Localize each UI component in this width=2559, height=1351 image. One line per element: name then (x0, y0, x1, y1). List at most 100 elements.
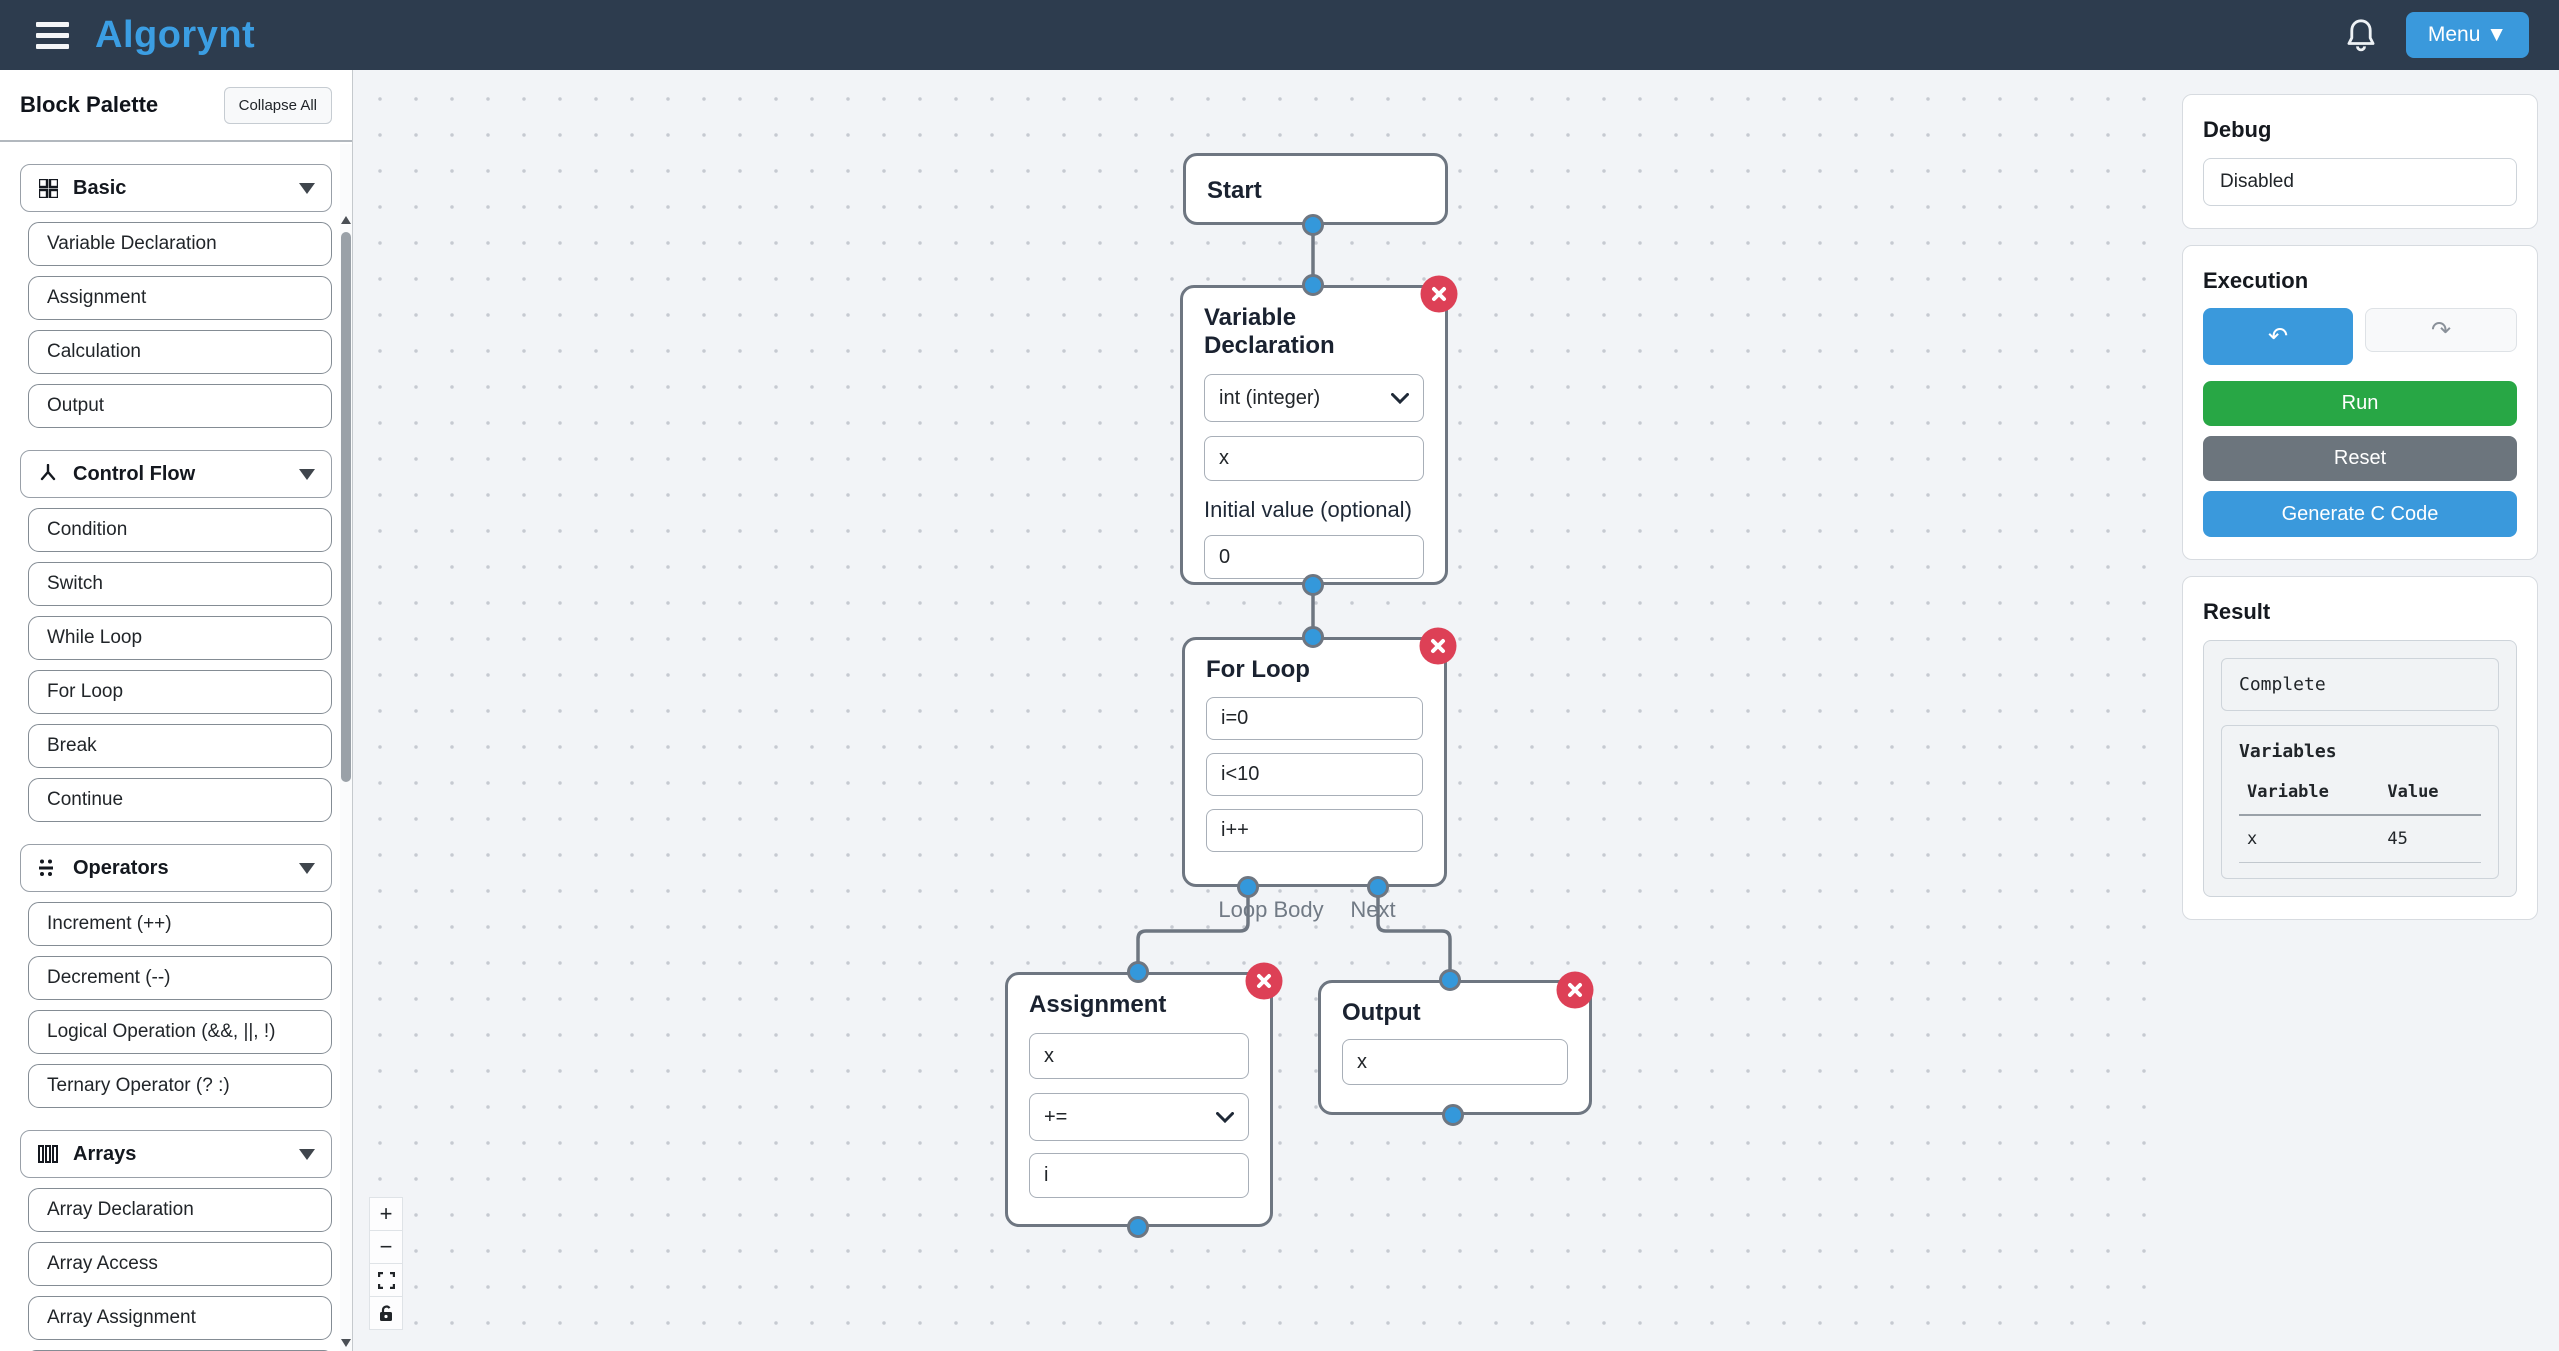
unlock-icon (380, 1304, 392, 1321)
variables-table: Variable Value x 45 (2239, 772, 2481, 863)
assignment-value-input[interactable] (1029, 1153, 1249, 1198)
connector-port[interactable] (1127, 1216, 1149, 1238)
connector-port[interactable] (1302, 214, 1324, 236)
node-for-loop[interactable]: For Loop (1182, 627, 1457, 887)
palette-item[interactable]: Calculation (28, 330, 332, 374)
palette-item[interactable]: While Loop (28, 616, 332, 660)
node-assignment[interactable]: Assignment += (1005, 962, 1283, 1227)
debug-card: Debug Disabled (2182, 94, 2538, 229)
node-title: Output (1342, 999, 1421, 1026)
node-variable-declaration[interactable]: Variable Declaration int (integer) Initi… (1180, 275, 1458, 585)
delete-node-button[interactable] (1419, 627, 1457, 665)
connector-port[interactable] (1302, 274, 1324, 296)
loop-body-label: Loop Body (1218, 897, 1324, 922)
table-row: x 45 (2239, 815, 2481, 863)
loop-increment-input[interactable] (1206, 809, 1423, 852)
node-output[interactable]: Output (1318, 971, 1594, 1115)
hamburger-menu-icon[interactable] (36, 21, 69, 49)
arrays-icon (37, 1143, 59, 1165)
palette-item[interactable]: For Loop (28, 670, 332, 714)
close-icon (1432, 287, 1446, 301)
connector-port[interactable] (1302, 626, 1324, 648)
chevron-down-icon (1391, 392, 1409, 404)
fit-view-button[interactable] (369, 1263, 403, 1297)
zoom-out-button[interactable]: − (369, 1230, 403, 1264)
block-palette-sidebar: Block Palette Collapse All Basic Variabl… (0, 70, 353, 1351)
node-title: Variable Declaration (1204, 304, 1335, 359)
debug-title: Debug (2203, 117, 2272, 142)
canvas-controls: + − (369, 1197, 403, 1330)
connector-port[interactable] (1127, 961, 1149, 983)
node-title: For Loop (1206, 656, 1310, 683)
palette-section-arrays[interactable]: Arrays (20, 1130, 332, 1178)
fit-view-icon (377, 1271, 395, 1289)
palette-item[interactable]: Decrement (--) (28, 956, 332, 1000)
minus-icon: − (379, 1234, 393, 1259)
palette-item[interactable]: Continue (28, 778, 332, 822)
flow-canvas[interactable]: Start Variable Declaration int (integer)… (353, 70, 2162, 1351)
reset-button[interactable]: Reset (2203, 436, 2517, 481)
run-button[interactable]: Run (2203, 381, 2517, 426)
assignment-operator-select[interactable]: += (1029, 1093, 1249, 1141)
menu-button[interactable]: Menu ▼ (2405, 12, 2529, 58)
palette-item[interactable]: Logical Operation (&&, ||, !) (28, 1010, 332, 1054)
execution-title: Execution (2203, 268, 2309, 293)
chevron-down-icon (299, 1148, 315, 1160)
notifications-bell-icon[interactable] (2344, 16, 2378, 54)
palette-section-control-flow[interactable]: Control Flow (20, 450, 332, 498)
palette-item[interactable]: Array Access (28, 1242, 332, 1286)
delete-node-button[interactable] (1420, 275, 1458, 313)
app-header: Algorynt Menu ▼ (0, 0, 2559, 70)
palette-item[interactable]: Ternary Operator (? :) (28, 1064, 332, 1108)
column-header-variable: Variable (2239, 772, 2380, 816)
delete-node-button[interactable] (1556, 971, 1594, 1009)
operators-icon (37, 857, 59, 879)
close-icon (1257, 974, 1271, 988)
zoom-in-button[interactable]: + (369, 1197, 403, 1231)
inspector-panel: Debug Disabled Execution ↶ ↷ Run Reset G… (2162, 70, 2559, 1351)
palette-section-operators[interactable]: Operators (20, 844, 332, 892)
generate-c-code-button[interactable]: Generate C Code (2203, 491, 2517, 537)
palette-item[interactable]: Output (28, 384, 332, 428)
chevron-down-icon (299, 182, 315, 194)
variable-name-input[interactable] (1204, 436, 1424, 481)
lock-button[interactable] (369, 1296, 403, 1330)
assignment-variable-input[interactable] (1029, 1033, 1249, 1079)
grid-icon (37, 177, 59, 199)
redo-icon: ↷ (2430, 316, 2452, 344)
palette-item[interactable]: Array Declaration (28, 1188, 332, 1232)
connector-port-loop-body[interactable] (1237, 876, 1259, 898)
palette-item[interactable]: Array Assignment (28, 1296, 332, 1340)
palette-item[interactable]: Increment (++) (28, 902, 332, 946)
palette-item[interactable]: Condition (28, 508, 332, 552)
connector-port[interactable] (1442, 1104, 1464, 1126)
loop-init-input[interactable] (1206, 697, 1423, 740)
palette-item[interactable]: Switch (28, 562, 332, 606)
sidebar-scrollbar[interactable] (340, 144, 352, 1351)
variable-type-select[interactable]: int (integer) (1204, 374, 1424, 422)
palette-item[interactable]: Break (28, 724, 332, 768)
connector-port[interactable] (1439, 969, 1461, 991)
connector-port-next[interactable] (1367, 876, 1389, 898)
node-title: Start (1207, 177, 1262, 204)
debug-status[interactable]: Disabled (2203, 158, 2517, 206)
scroll-up-arrow-icon[interactable] (341, 216, 351, 224)
delete-node-button[interactable] (1245, 962, 1283, 1000)
output-expression-input[interactable] (1342, 1039, 1568, 1085)
scroll-down-arrow-icon[interactable] (341, 1339, 351, 1347)
chevron-down-icon (1216, 1111, 1234, 1123)
branch-icon (37, 463, 59, 485)
palette-section-basic[interactable]: Basic (20, 164, 332, 212)
palette-title: Block Palette (20, 92, 159, 117)
undo-button[interactable]: ↶ (2203, 308, 2353, 365)
initial-value-input[interactable] (1204, 535, 1424, 579)
scrollbar-thumb[interactable] (341, 232, 351, 782)
redo-button[interactable]: ↷ (2365, 308, 2517, 352)
connector-port[interactable] (1302, 574, 1324, 596)
loop-condition-input[interactable] (1206, 753, 1423, 796)
result-card: Result Complete Variables Variable Value (2182, 576, 2538, 920)
palette-item[interactable]: Assignment (28, 276, 332, 320)
collapse-all-button[interactable]: Collapse All (223, 86, 332, 124)
close-icon (1431, 639, 1445, 653)
palette-item[interactable]: Variable Declaration (28, 222, 332, 266)
